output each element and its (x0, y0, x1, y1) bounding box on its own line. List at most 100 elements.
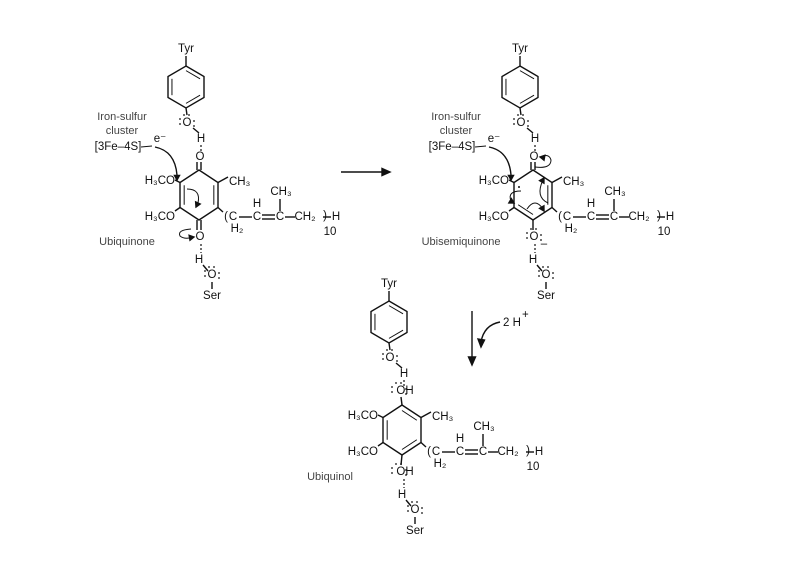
lone-pair-dot (535, 228, 537, 230)
protons-charge: + (522, 309, 529, 321)
double-bond (401, 439, 418, 450)
close-paren: ) (323, 210, 327, 222)
radical-dot (518, 186, 520, 188)
cluster-label: Iron-sulfur (431, 111, 481, 123)
lone-pair-dot (522, 114, 524, 116)
tyr-label: Tyr (381, 278, 397, 290)
bond (174, 179, 181, 184)
electron-line (474, 145, 487, 148)
bond (174, 206, 181, 212)
aromatic-bond (388, 329, 404, 339)
lone-pair-dot (208, 266, 210, 268)
lone-pair-dot (218, 277, 220, 279)
lone-pair-dot (183, 114, 185, 116)
chain-carbon: C (456, 446, 464, 458)
lone-pair-dot (538, 270, 540, 272)
chain-carbon: C (610, 211, 618, 223)
lone-pair-dot (542, 266, 544, 268)
molecule-ubiquinone: TyrOHOOHOSerH₃COH₃COCH₃(CH₂CHCCH₃CH₂)H10… (95, 43, 340, 302)
curved-arrow (186, 188, 199, 204)
tyr-oxygen: O (386, 352, 395, 364)
aromatic-bond (388, 305, 404, 315)
lone-pair-dot (405, 469, 407, 471)
ser-hydrogen: H (529, 254, 537, 266)
tyr-label: Tyr (178, 43, 194, 55)
lone-pair-dot (391, 467, 393, 469)
lone-pair-dot (407, 510, 409, 512)
bond (405, 499, 412, 507)
lone-pair-dot (400, 382, 402, 384)
chain-h2: H₂ (231, 223, 244, 235)
bottom-oxygen-anion: O (530, 231, 539, 243)
repeat-count: 10 (527, 461, 540, 473)
open-paren: ( (427, 446, 431, 458)
bond (388, 342, 391, 351)
lone-pair-dot (193, 125, 195, 127)
ser-label: Ser (537, 290, 555, 302)
open-paren: ( (224, 211, 228, 223)
lone-pair-dot (395, 382, 397, 384)
lone-pair-dot (400, 463, 402, 465)
lone-pair-dot (179, 123, 181, 125)
lone-pair-dot (204, 275, 206, 277)
terminal-hydrogen: H (666, 211, 674, 223)
bond (536, 264, 543, 272)
chain-hydrogen: H (253, 198, 261, 210)
open-paren: ( (558, 211, 562, 223)
arrowhead (507, 174, 515, 182)
bottom-carbonyl-oxygen: O (196, 231, 205, 243)
electron-label: e⁻ (154, 133, 166, 145)
central-ring (179, 169, 219, 221)
molecule-name: Ubiquinone (99, 236, 155, 248)
molecule-name: Ubiquinol (307, 471, 353, 483)
bond (192, 127, 200, 134)
molecule-ubiquinol: TyrOHOHOHHOSerH₃COH₃COCH₃(CH₂CHCCH₃CH₂)H… (307, 278, 543, 537)
tyr-oxygen: O (517, 117, 526, 129)
lone-pair-dot (382, 358, 384, 360)
lone-pair-dot (405, 393, 407, 395)
double-bond (401, 410, 418, 421)
tyr-oxygen: O (183, 117, 192, 129)
chain-methyl: CH₃ (604, 186, 626, 198)
electron-transfer-arrow (154, 146, 178, 176)
terminal-hydrogen: H (535, 446, 543, 458)
lone-pair-dot (204, 270, 206, 272)
methoxy-bottom: H₃CO (145, 211, 175, 223)
cluster-name: [3Fe–4S] (429, 141, 476, 153)
ser-label: Ser (203, 290, 221, 302)
arrowhead (538, 176, 545, 185)
lone-pair-dot (391, 386, 393, 388)
lone-pair-dot (538, 275, 540, 277)
chain-carbon: C (229, 211, 237, 223)
cluster-name: [3Fe–4S] (95, 141, 142, 153)
cluster-label: cluster (106, 125, 139, 137)
bond (377, 414, 384, 419)
central-ring (513, 169, 553, 221)
lone-pair-dot (405, 474, 407, 476)
ser-oxygen: O (542, 269, 551, 281)
lone-pair-dot (188, 114, 190, 116)
bond (420, 411, 432, 419)
chain-hydrogen: H (587, 198, 595, 210)
close-paren: ) (657, 210, 661, 222)
chain-carbon: C (563, 211, 571, 223)
lone-pair-dot (527, 125, 529, 127)
chain-methyl: CH₃ (270, 186, 292, 198)
lone-pair-dot (526, 237, 528, 239)
lone-pair-dot (552, 272, 554, 274)
methoxy-top: H₃CO (479, 175, 509, 187)
chain-methylene: CH₂ (294, 211, 315, 223)
arrowhead (507, 197, 516, 204)
lone-pair-dot (530, 228, 532, 230)
ser-hydrogen: H (398, 489, 406, 501)
bond (551, 206, 558, 213)
methoxy-top: H₃CO (145, 175, 175, 187)
lone-pair-dot (391, 349, 393, 351)
aromatic-bond (185, 94, 201, 104)
lone-pair-dot (213, 266, 215, 268)
chain-carbon: C (276, 211, 284, 223)
chain-carbon: C (253, 211, 261, 223)
